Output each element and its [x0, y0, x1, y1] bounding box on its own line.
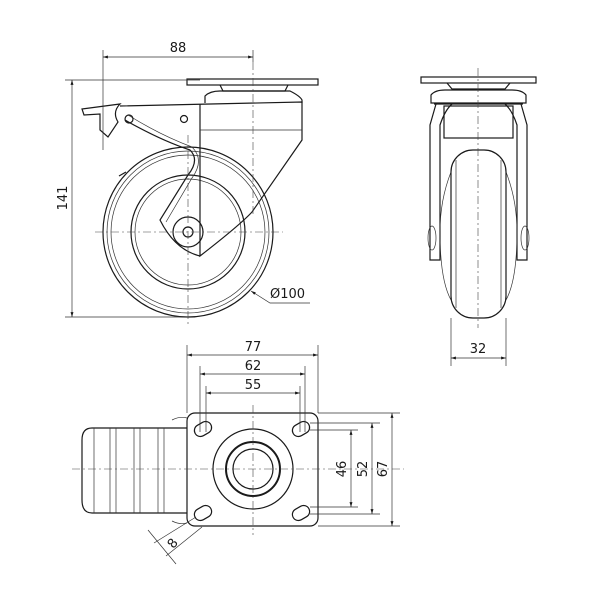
- front-view: 88 141 Ø100: [56, 41, 319, 325]
- side-view: 32: [420, 68, 537, 366]
- dim-88: 88: [170, 41, 187, 56]
- fork: [119, 101, 303, 258]
- dim-46: 46: [335, 461, 350, 478]
- top-plate: [186, 78, 319, 103]
- dim-77: 77: [245, 340, 262, 355]
- brake-lever: [81, 103, 189, 177]
- mounting-slots: [193, 420, 311, 522]
- top-view: 77 62 55 46 52 67 8: [72, 340, 404, 565]
- dim-67: 67: [376, 461, 391, 478]
- dim-8: 8: [165, 536, 182, 552]
- dim-62: 62: [245, 359, 262, 374]
- dim-141: 141: [56, 186, 71, 211]
- dim-32: 32: [470, 342, 487, 357]
- dim-55: 55: [245, 378, 262, 393]
- dim-diameter-100: Ø100: [270, 287, 305, 302]
- dim-52: 52: [356, 461, 371, 478]
